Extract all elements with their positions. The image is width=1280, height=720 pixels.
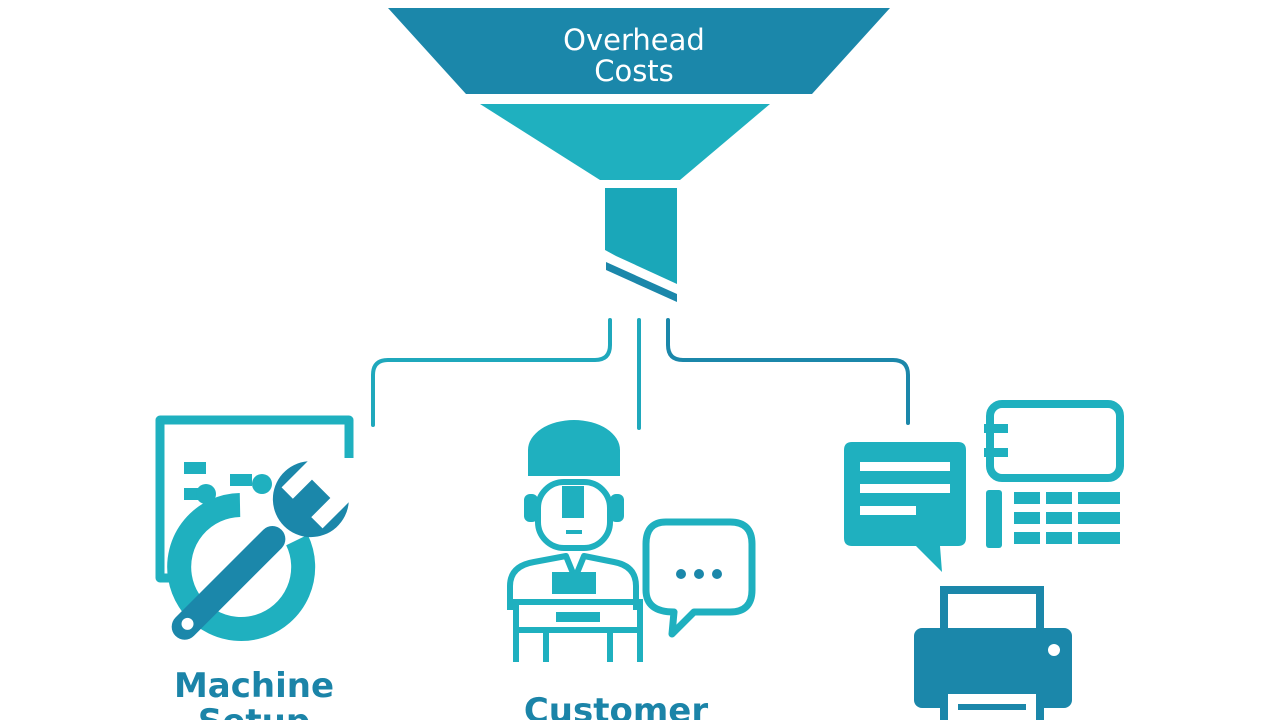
worker-paper [556, 612, 600, 622]
node-administration [844, 400, 1124, 720]
machine-panel-marks [184, 462, 252, 500]
funnel-spout [605, 188, 677, 284]
funnel-label-line1: Overhead [563, 23, 705, 57]
funnel-label-line2: Costs [594, 54, 674, 88]
funnel-top-band [388, 8, 890, 94]
connector-right [666, 318, 910, 425]
document-line-1 [860, 462, 950, 471]
connector-left [371, 318, 612, 427]
gear-tooth-a [252, 474, 272, 494]
chat-dot-3 [712, 569, 722, 579]
chat-bubble [642, 518, 756, 638]
worker-vest [552, 572, 596, 594]
wrench [171, 461, 349, 640]
document-line-3 [860, 506, 916, 515]
machine-frame [155, 415, 354, 583]
funnel-lower-band [480, 104, 770, 180]
worker-visor [562, 486, 584, 518]
monitor-side-tab-1 [984, 424, 1008, 433]
connectors [371, 318, 910, 430]
office-devices-icon [844, 400, 1124, 720]
monitor-side-tab-2 [984, 448, 1008, 457]
funnel-spout-tip [606, 262, 677, 302]
monitor-screen-icon [986, 400, 1124, 482]
worker-chat-icon [507, 420, 756, 662]
chat-dot-1 [676, 569, 686, 579]
funnel: Overhead Costs [388, 8, 890, 302]
document-line-2 [860, 484, 950, 493]
customer-label: Customer [524, 691, 708, 720]
worker-desk-legs [513, 630, 643, 662]
worker-desk [513, 599, 643, 633]
printer-icon [914, 586, 1072, 720]
wrench-gear-icon [155, 415, 354, 641]
worker-ear-left [524, 494, 538, 522]
keypad-icon [986, 490, 1120, 548]
worker-ear-right [610, 494, 624, 522]
gear-tooth-b [196, 484, 216, 504]
machine-setup-label-line1: Machine [174, 666, 334, 706]
worker-helmet [528, 420, 620, 476]
node-customer-service: Customer [507, 420, 756, 720]
node-machine-setup: Machine Setup [155, 415, 354, 720]
machine-setup-label-line2: Setup [198, 702, 310, 720]
chat-dot-2 [694, 569, 704, 579]
